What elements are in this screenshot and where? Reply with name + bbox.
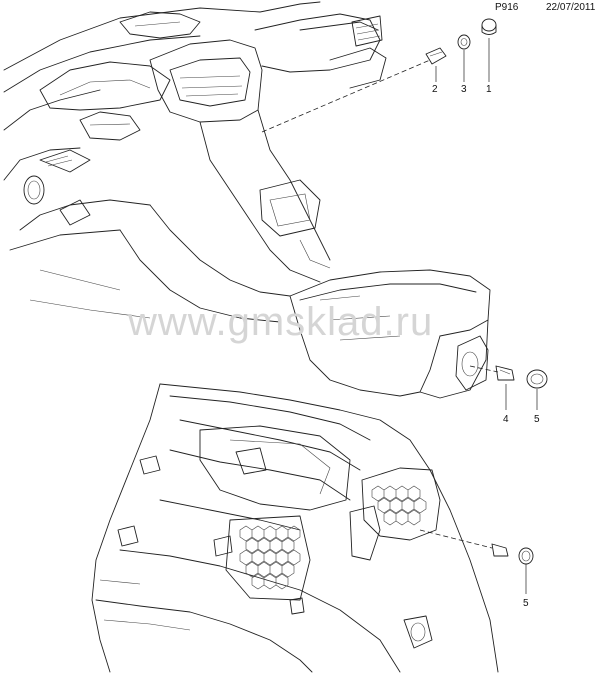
callout-1: 1 bbox=[486, 84, 492, 95]
assembly-dash-line-top bbox=[261, 59, 431, 133]
socket-assembly-top bbox=[261, 18, 497, 133]
part-1-cap bbox=[481, 18, 497, 32]
callout-5-middle: 5 bbox=[534, 414, 540, 425]
callout-5-bottom: 5 bbox=[523, 598, 529, 609]
dashboard-illustration bbox=[3, 1, 491, 399]
part-5-cap-bottom bbox=[518, 547, 534, 565]
part-4-socket bbox=[495, 365, 515, 381]
diagram-code: P916 bbox=[495, 2, 519, 13]
callout-3: 3 bbox=[461, 84, 467, 95]
socket-assembly-bottom bbox=[419, 529, 534, 594]
part-socket-bottom bbox=[491, 543, 509, 557]
socket-assembly-middle bbox=[469, 365, 548, 410]
callout-4: 4 bbox=[503, 414, 509, 425]
part-3-ring bbox=[457, 34, 471, 50]
part-2-socket bbox=[425, 47, 447, 65]
callout-2: 2 bbox=[432, 84, 438, 95]
trim-panel-illustration bbox=[91, 383, 499, 673]
diagram-date: 22/07/2011 bbox=[546, 2, 596, 13]
part-5-cap-middle bbox=[526, 369, 548, 389]
watermark: www.gmsklad.ru bbox=[128, 300, 434, 344]
